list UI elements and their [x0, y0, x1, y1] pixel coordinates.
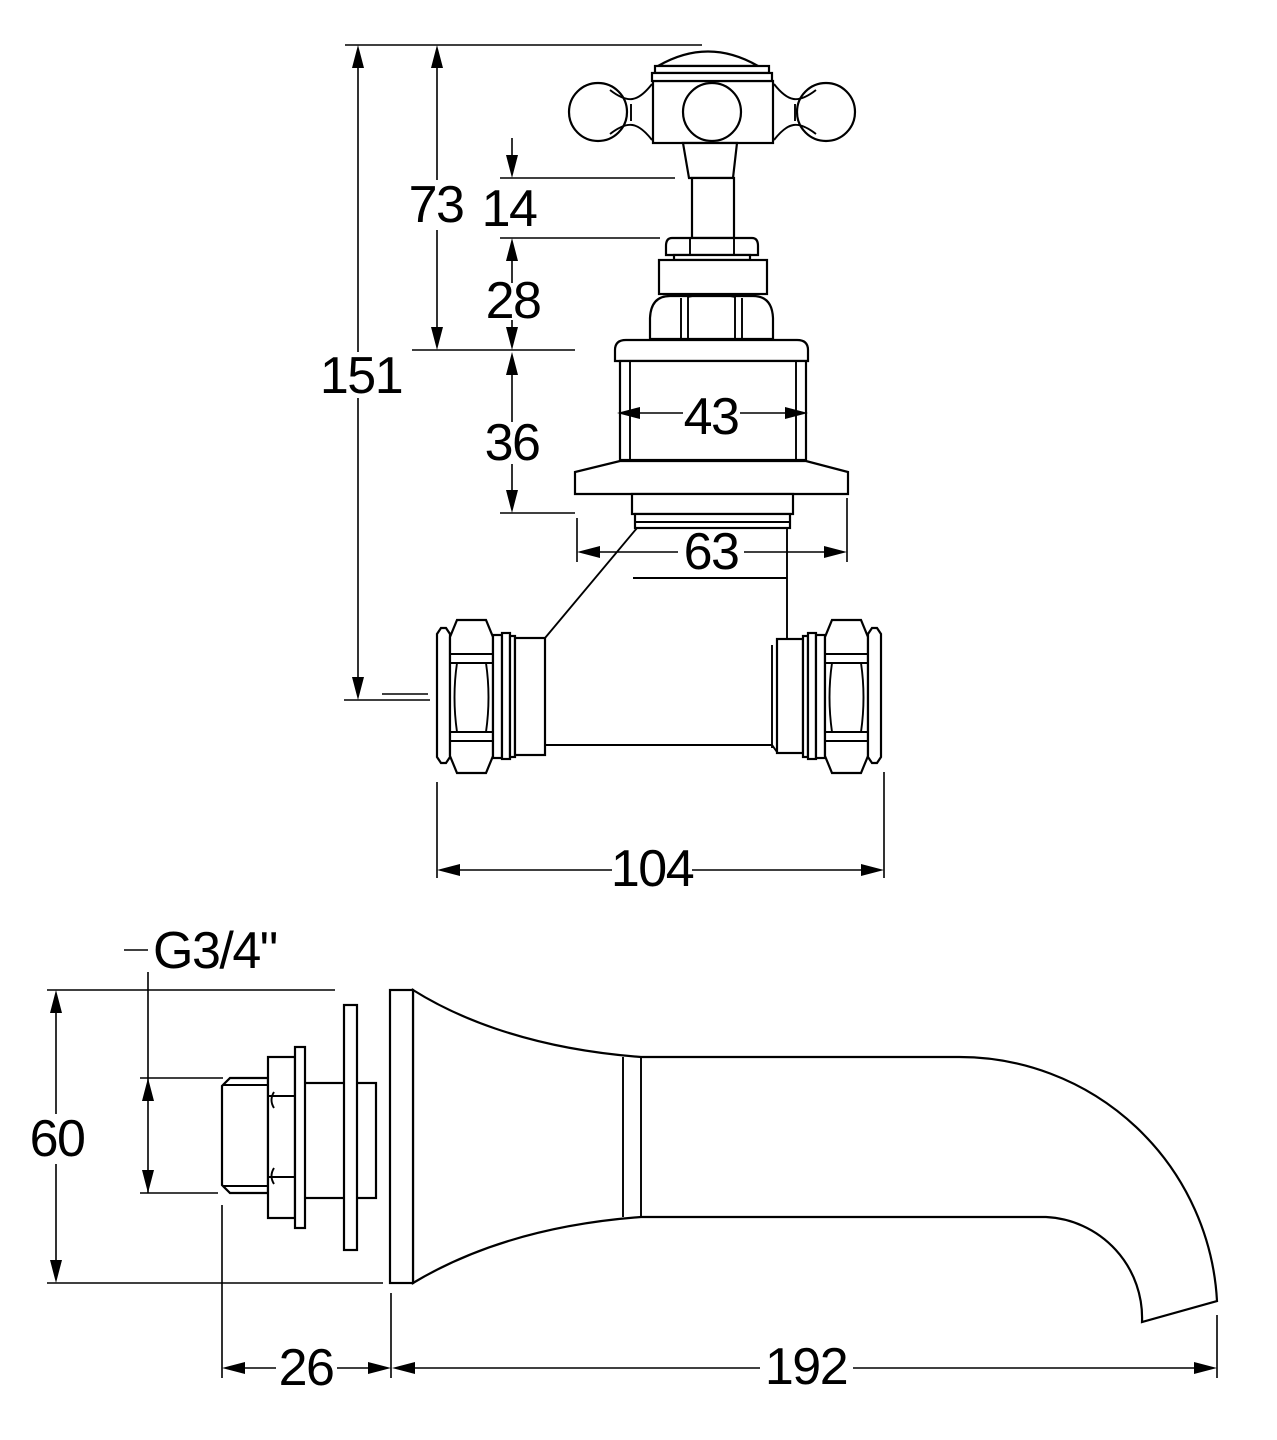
spout-backnut [266, 1055, 297, 1220]
thread-label: G3/4" [153, 922, 277, 980]
handle-right-ball [795, 81, 857, 143]
handle-dome-band-2 [650, 71, 774, 83]
bonnet-cylinder [657, 258, 769, 296]
spout-joint-lines [622, 1057, 642, 1217]
dim-60: 60 [30, 989, 383, 1284]
dim-28: 28 [486, 238, 542, 350]
dim-28-label: 28 [486, 272, 541, 330]
dim-192-label: 192 [765, 1338, 847, 1396]
right-compression-cap [866, 626, 883, 765]
spout-body [411, 988, 1219, 1324]
compression-rings-right [801, 631, 827, 761]
dim-73: 73 [409, 45, 465, 350]
pipe-outline [545, 645, 778, 753]
right-socket [775, 637, 805, 755]
dim-151: 151 [320, 45, 404, 700]
dim-104-label: 104 [611, 840, 694, 898]
spout-side-view [220, 988, 1219, 1324]
dim-thread-g34: G3/4" [124, 922, 278, 1194]
compression-rings-left [491, 631, 517, 761]
dim-14-label: 14 [482, 180, 537, 238]
dim-26: 26 [221, 1205, 392, 1397]
dimensions-overlay: 151 73 14 28 36 43 [30, 44, 1218, 1397]
body-top-flange [613, 338, 810, 363]
right-compression-nut [823, 618, 870, 775]
valve-body-cylinder [618, 359, 808, 462]
dim-151-label: 151 [320, 347, 402, 405]
dim-36-label: 36 [485, 414, 540, 472]
dim-36: 36 [485, 352, 541, 513]
spout-washer [293, 1045, 307, 1230]
tee-fitting [435, 618, 883, 775]
flange-step-1 [630, 492, 795, 516]
valve-stem [690, 176, 736, 240]
dim-43: 43 [617, 388, 808, 446]
dim-60-label: 60 [30, 1110, 85, 1168]
dim-63: 63 [576, 498, 848, 581]
dim-14: 14 [482, 138, 538, 238]
spout-thread-tail [220, 1076, 270, 1195]
spout-wall-washer [342, 1003, 359, 1252]
wall-flange [573, 459, 850, 496]
dim-73-label: 73 [409, 176, 464, 234]
left-socket [513, 636, 547, 757]
left-compression-nut [448, 618, 495, 775]
valve-front-view [435, 50, 883, 775]
flange-step-2 [633, 512, 792, 530]
gland-nut [648, 293, 775, 341]
left-compression-cap [435, 626, 452, 765]
dim-26-label: 26 [279, 1339, 334, 1397]
dim-43-label: 43 [684, 388, 739, 446]
handle-neck [609, 83, 817, 141]
handle-center-boss [681, 81, 743, 143]
dim-192: 192 [392, 1315, 1218, 1396]
dim-104: 104 [436, 772, 885, 898]
tee-branch-lines [544, 527, 788, 639]
handle-left-ball [567, 81, 629, 143]
spout-wall-plate [388, 988, 415, 1285]
stem-flange-nut [664, 236, 760, 262]
dim-63-label: 63 [684, 523, 739, 581]
handle-dome [653, 50, 763, 68]
handle-taper-neck [681, 141, 739, 180]
